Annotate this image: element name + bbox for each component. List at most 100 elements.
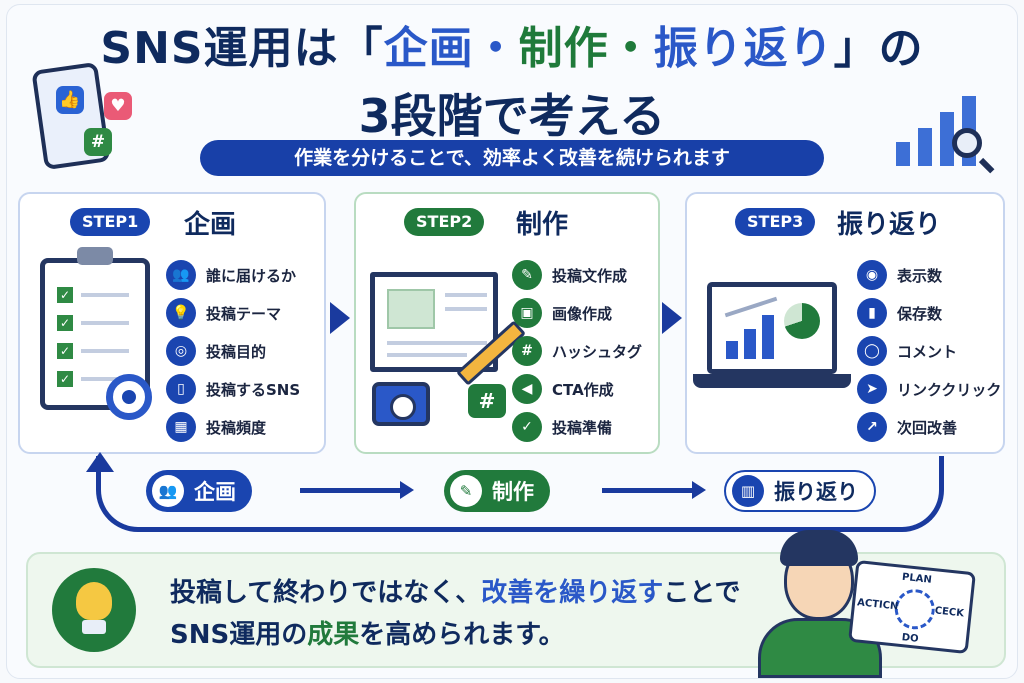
step2-card: STEP2 制作 # ✎ 投稿文作成 ▣画像作成 # ハッシュタグ ◀ CTA作成 ✓…: [354, 192, 660, 454]
magnifier-icon: [952, 128, 982, 158]
step1-card: STEP1 企画 ✓ ✓ ✓ ✓ 👥 誰に届けるか 💡 投稿テーマ ◎ 投稿目的 ▯ 投…: [18, 192, 326, 454]
message-highlight: 成果: [307, 620, 360, 650]
megaphone-icon: ◀: [512, 374, 542, 404]
cycle-make-pill: ✎ 制作: [444, 470, 550, 512]
list-item: ▦投稿頻度: [166, 408, 300, 446]
hashtag-bubble-icon: #: [468, 384, 506, 418]
item-label: 次回改善: [897, 418, 958, 437]
message-text: ことで: [663, 578, 741, 608]
item-label: 表示数: [897, 266, 943, 285]
comment-icon: ◯: [857, 336, 887, 366]
lightbulb-icon: [52, 568, 136, 652]
message-highlight: 改善を繰り返す: [481, 578, 664, 608]
page-title-line1: SNS運用は「企画・制作・振り返り」の: [0, 12, 1024, 76]
item-label: 投稿目的: [206, 342, 267, 361]
list-item: ◯コメント: [857, 332, 1001, 370]
smartphone-icon: ▯: [166, 374, 196, 404]
item-label: 投稿するSNS: [206, 380, 301, 399]
list-item: ↗ 次回改善: [857, 408, 1001, 446]
arrow-right-icon: [662, 302, 682, 334]
list-item: ▮ 保存数: [857, 294, 1001, 332]
step3-list: ◉ 表示数 ▮ 保存数 ◯コメント ➤ リンククリック ↗ 次回改善: [857, 256, 1001, 446]
cycle-plan-pill: 👥 企画: [146, 470, 252, 512]
step3-title: 振り返り: [837, 210, 942, 240]
cycle-make-label: 制作: [492, 480, 534, 504]
list-item: # ハッシュタグ: [512, 332, 642, 370]
item-label: 投稿テーマ: [206, 304, 282, 323]
arrow-right-icon: [602, 481, 706, 499]
hashtag-icon: #: [84, 128, 112, 156]
person-hair: [780, 530, 858, 566]
laptop-analytics-illustration: [707, 282, 837, 374]
title-review: 振り返り: [653, 23, 834, 74]
step2-badge: STEP2: [404, 208, 485, 236]
message-text: を高められます。: [359, 620, 565, 650]
laptop-base: [693, 374, 851, 388]
eye-icon: ◉: [857, 260, 887, 290]
like-icon: 👍: [56, 86, 84, 114]
list-item: ✎ 投稿文作成: [512, 256, 642, 294]
pencil-icon: ✎: [512, 260, 542, 290]
list-item: ◀ CTA作成: [512, 370, 642, 408]
pdca-card: PLAN CECK DO ACTICN: [848, 559, 976, 655]
item-label: 誰に届けるか: [206, 266, 297, 285]
list-item: 👥 誰に届けるか: [166, 256, 300, 294]
check-icon: ✓: [512, 412, 542, 442]
subtitle-banner: 作業を分けることで、効率よく改善を続けられます: [200, 140, 824, 176]
page-title-line2: 3段階で考える: [358, 89, 666, 143]
cycle-plan-label: 企画: [194, 480, 236, 504]
item-label: 投稿準備: [552, 418, 613, 437]
chart-icon: ▥: [732, 475, 764, 507]
step1-badge: STEP1: [70, 208, 151, 236]
list-item: 💡 投稿テーマ: [166, 294, 300, 332]
person-illustration: [758, 618, 882, 678]
pencil-icon: ✎: [450, 475, 482, 507]
camera-illustration: [372, 382, 430, 426]
cycle-review-pill: ▥ 振り返り: [724, 470, 876, 512]
message-line1: 投稿して終わりではなく、改善を繰り返すことで: [170, 572, 740, 609]
bookmark-icon: ▮: [857, 298, 887, 328]
item-label: 保存数: [897, 304, 943, 323]
title-part-1: SNS運用は「: [100, 23, 384, 74]
message-text: SNS運用の: [170, 620, 308, 650]
message-text: 投稿して終わりではなく、: [170, 578, 482, 608]
hashtag-icon: #: [512, 336, 542, 366]
pdca-plan: PLAN: [901, 571, 933, 586]
step3-badge: STEP3: [735, 208, 816, 236]
lightbulb-icon: 💡: [166, 298, 196, 328]
pdca-do: DO: [901, 632, 920, 645]
list-item: ▯ 投稿するSNS: [166, 370, 300, 408]
trend-icon: ↗: [857, 412, 887, 442]
message-line2: SNS運用の成果を高められます。: [170, 614, 565, 651]
step3-card: STEP3 振り返り ◉ 表示数 ▮ 保存数 ◯コメント ➤ リンククリック ↗ 次回改…: [685, 192, 1005, 454]
arrow-right-icon: [330, 302, 350, 334]
clipboard-illustration: ✓ ✓ ✓ ✓: [40, 247, 150, 410]
item-label: CTA作成: [552, 380, 614, 399]
list-item: ◎ 投稿目的: [166, 332, 300, 370]
list-item: ▣画像作成: [512, 294, 642, 332]
image-icon: ▣: [512, 298, 542, 328]
item-label: ハッシュタグ: [552, 342, 643, 361]
title-plan: 企画・: [383, 23, 519, 74]
step2-title: 制作: [516, 210, 569, 240]
cycle-review-label: 振り返り: [774, 480, 858, 504]
calendar-icon: ▦: [166, 412, 196, 442]
cursor-icon: ➤: [857, 374, 887, 404]
users-icon: 👥: [152, 475, 184, 507]
step1-title: 企画: [184, 210, 237, 240]
target-illustration: [106, 374, 152, 420]
item-label: 投稿文作成: [552, 266, 628, 285]
users-icon: 👥: [166, 260, 196, 290]
list-item: ◉ 表示数: [857, 256, 1001, 294]
pdca-action: ACTICN: [856, 597, 899, 613]
target-icon: ◎: [166, 336, 196, 366]
title-make: 制作・: [518, 23, 654, 74]
title-part-end: 」の: [833, 23, 924, 74]
list-item: ✓ 投稿準備: [512, 408, 642, 446]
list-item: ➤ リンククリック: [857, 370, 1001, 408]
step1-list: 👥 誰に届けるか 💡 投稿テーマ ◎ 投稿目的 ▯ 投稿するSNS ▦投稿頻度: [166, 256, 300, 446]
arrow-right-icon: [300, 481, 414, 499]
item-label: リンククリック: [897, 380, 1002, 399]
arrow-up-icon: [86, 452, 114, 472]
cycle-loop-arrow: [96, 456, 944, 532]
